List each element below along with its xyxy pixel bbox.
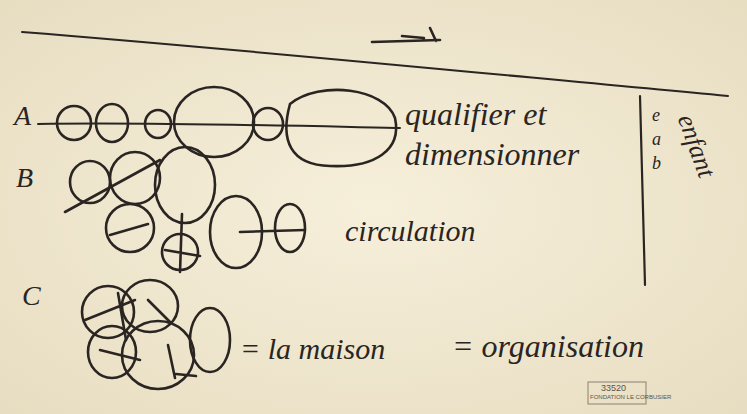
- stamp-text: FONDATION LE CORBUSIER: [590, 394, 671, 402]
- side-note: b: [652, 152, 661, 175]
- stamp-number: 33520: [601, 383, 626, 394]
- archive-stamp: [588, 382, 646, 404]
- row-letter: C: [22, 278, 41, 313]
- handwritten-note: qualifier et dimensionner: [405, 94, 630, 174]
- handwritten-note: circulation: [345, 212, 476, 250]
- side-note: a: [652, 128, 661, 151]
- side-note: e: [652, 104, 660, 127]
- sketch-strokes: [22, 28, 728, 389]
- handwritten-note: = organisation: [452, 326, 644, 366]
- row-letter: A: [14, 98, 31, 133]
- handwritten-note: = la maison: [240, 330, 385, 368]
- row-letter: B: [16, 160, 33, 195]
